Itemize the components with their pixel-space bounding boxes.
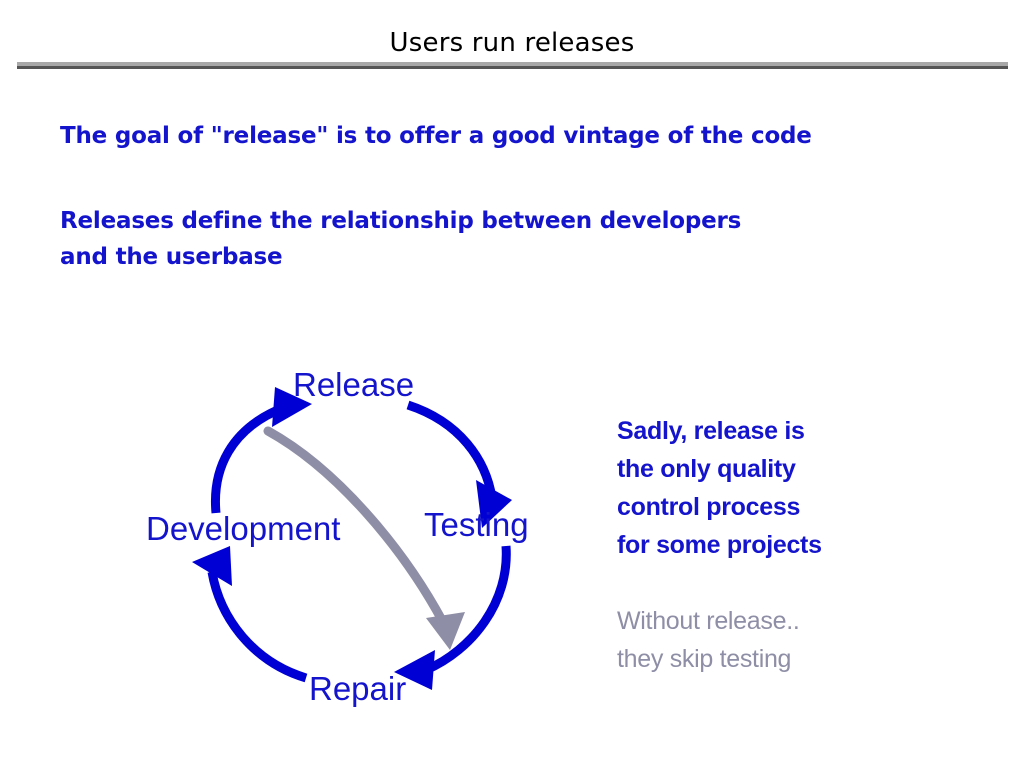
arrow-release-to-repair-shortcut [263,426,465,650]
note-quality-control: Sadly, release is the only quality contr… [617,417,822,559]
title-divider [17,62,1008,69]
arrow-development-to-release [210,387,312,514]
cycle-node-testing: Testing [424,506,529,543]
cycle-arrows-svg [192,387,512,690]
divider-shadow [17,66,1008,69]
arrow-release-to-testing [406,400,512,528]
release-cycle-diagram [120,350,570,730]
cycle-node-repair: Repair [309,670,407,707]
cycle-node-development: Development [146,510,341,547]
page-title: Users run releases [389,28,635,58]
cycle-node-release: Release [293,366,415,403]
bullet-text-relationship: Releases define the relationship between… [60,208,742,270]
arrow-repair-to-development [192,546,308,683]
bullet-text-goal: The goal of "release" is to offer a good… [60,123,812,149]
arrow-testing-to-repair [394,545,511,690]
note-skip-testing: Without release.. they skip testing [617,607,800,673]
divider-highlight [17,62,1008,66]
